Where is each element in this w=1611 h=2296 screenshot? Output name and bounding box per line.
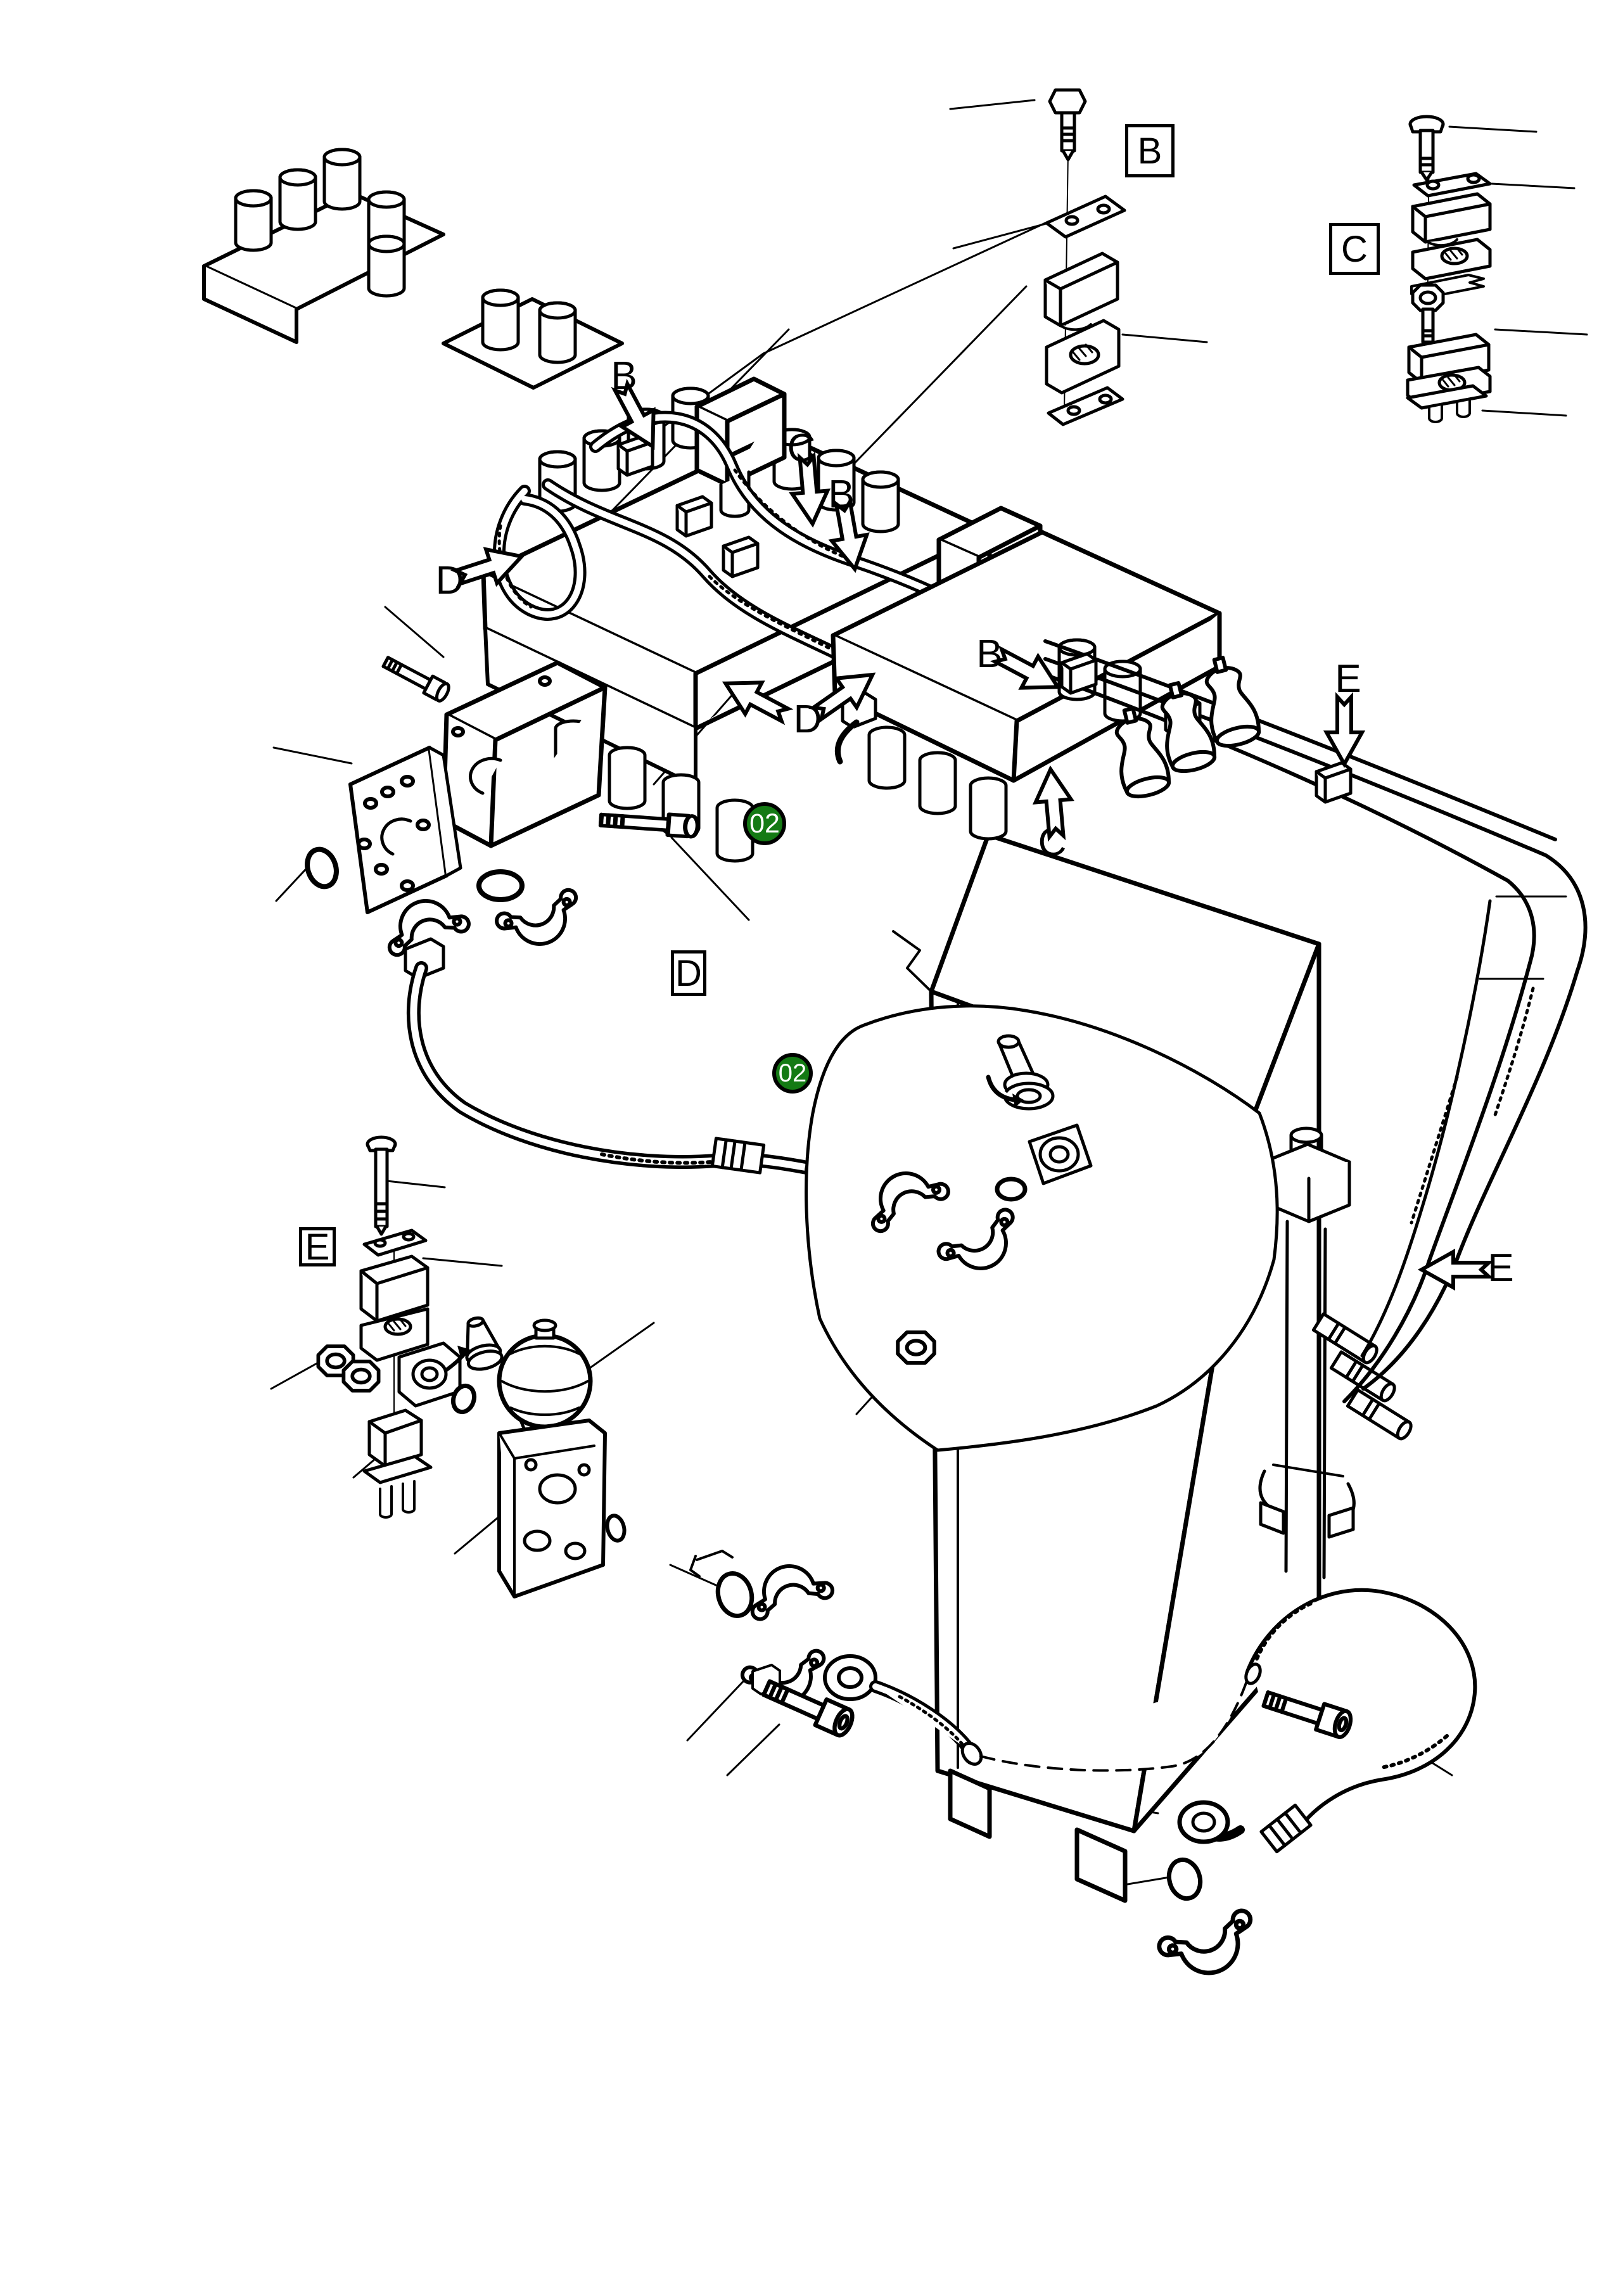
control-valve-bank-2 [831,530,1222,839]
pump-fitting-cloud [805,1004,1279,1452]
revision-badge-02: 02 [772,1053,813,1094]
callout-arrow-E [1294,679,1395,781]
callout-arrow-D [438,516,540,618]
tank-strut-and-fittings [1258,1126,1413,1579]
callout-arrow-E [1405,1219,1506,1320]
callout-letter-B: B [976,632,1003,676]
pump-cover-and-plate [305,654,699,914]
callout-arrow [794,644,895,745]
return-hose-assembly [1157,1588,1477,1987]
callout-arrow-B [586,366,687,467]
revision-badge-02: 02 [743,802,786,845]
boxed-label-E: E [299,1227,336,1268]
clamp-detail-C [1406,115,1492,423]
boxed-label-D: D [671,950,706,996]
callout-arrow-B [977,620,1078,722]
boxed-label-C: C [1329,223,1380,275]
callout-arrow-B [798,485,900,586]
accumulator-bottles [1114,656,1261,799]
clamp-detail-E [318,1135,627,1598]
accumulator-sphere [497,1318,593,1435]
bottom-center-parts [689,1550,1251,1772]
callout-letter-E: E [1335,657,1361,701]
clamp-detail-B [1043,88,1126,426]
callout-arrow-D [705,649,806,750]
callout-letter-E: E [1487,1246,1514,1290]
callout-arrow-C [1003,753,1104,854]
boxed-label-B: B [1125,124,1175,177]
